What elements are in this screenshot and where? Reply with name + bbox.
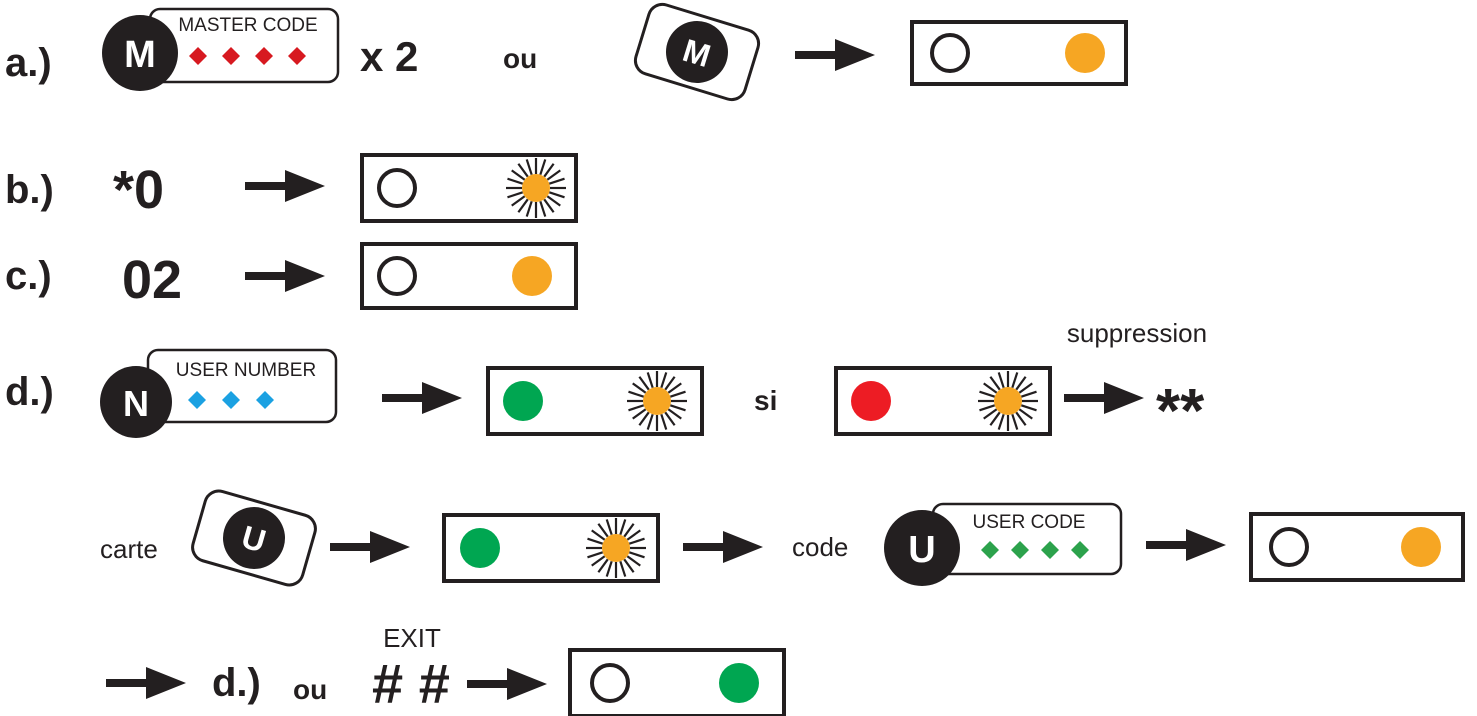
master-code-keypad: MASTER CODE M: [102, 7, 340, 91]
if-word: si: [754, 385, 777, 416]
blink-rays: [506, 158, 566, 218]
led-blinking: [994, 387, 1022, 415]
code-digit-diamond: [981, 541, 999, 559]
user-number-title: USER NUMBER: [176, 360, 316, 381]
arrow-icon: [795, 39, 875, 71]
led-indicator-e1: [442, 513, 660, 583]
led-on: [503, 381, 543, 421]
blink-rays: [978, 371, 1038, 431]
delete-caption: suppression: [1067, 318, 1207, 348]
blink-rays: [627, 371, 687, 431]
code-digit-diamond: [288, 47, 306, 65]
code-word: code: [792, 532, 848, 562]
arrow-icon: [467, 668, 547, 700]
arrow-icon: [330, 531, 410, 563]
user-card: U: [191, 489, 317, 587]
led-indicator-d2: [834, 366, 1052, 436]
code-digit-diamond: [1041, 541, 1059, 559]
led-indicator-c: [360, 242, 578, 310]
exit-keys: # #: [372, 652, 450, 715]
code-digit-diamond: [1011, 541, 1029, 559]
arrow-icon: [1146, 529, 1226, 561]
or-f: ou: [293, 674, 327, 705]
led-off: [1269, 527, 1309, 567]
arrow-icon: [683, 531, 763, 563]
led-blinking: [602, 534, 630, 562]
code-digit-diamond: [1071, 541, 1089, 559]
times-two: x 2: [360, 33, 418, 80]
delete-keys: **: [1156, 377, 1205, 446]
user-code-badge: [884, 510, 960, 586]
led-on: [1401, 527, 1441, 567]
repeat-step-d: d.): [212, 661, 261, 705]
step-d-label: d.): [5, 370, 54, 414]
arrow-icon: [245, 260, 325, 292]
code-digit-diamond: [256, 391, 274, 409]
user-code-badge-letter: U: [908, 529, 935, 571]
arrow-icon: [245, 170, 325, 202]
led-indicator-e2: [1249, 512, 1465, 582]
led-indicator-d1: [486, 366, 704, 436]
code-digits-blue: [188, 391, 274, 409]
code-digit-diamond: [189, 47, 207, 65]
step-b-label: b.): [5, 168, 54, 212]
led-indicator-f: [568, 648, 786, 716]
led-on: [1065, 33, 1105, 73]
code-digit-diamond: [188, 391, 206, 409]
arrow-icon: [1064, 382, 1144, 414]
led-on: [719, 663, 759, 703]
master-badge-letter: M: [124, 34, 156, 76]
led-blinking: [643, 387, 671, 415]
step-a-label: a.): [5, 41, 52, 85]
led-on: [512, 256, 552, 296]
led-off: [377, 256, 417, 296]
code-digits-green: [981, 541, 1089, 559]
user-code-title: USER CODE: [973, 512, 1086, 533]
master-code-title: MASTER CODE: [178, 15, 317, 36]
blink-rays: [586, 518, 646, 578]
led-indicator-b: [360, 153, 578, 223]
led-off: [930, 33, 970, 73]
code-digit-diamond: [222, 47, 240, 65]
star-zero-keys: *0: [113, 160, 164, 220]
arrow-icon: [106, 667, 186, 699]
user-code-keypad: USER CODE U: [884, 502, 1123, 586]
code-digit-diamond: [222, 391, 240, 409]
led-on: [851, 381, 891, 421]
code-digits-red: [189, 47, 306, 65]
user-number-keypad: USER NUMBER N: [100, 348, 338, 438]
arrow-icon: [382, 382, 462, 414]
led-on: [460, 528, 500, 568]
master-badge: [102, 15, 178, 91]
led-indicator-a: [910, 20, 1128, 86]
led-blinking: [522, 174, 550, 202]
led-off: [590, 663, 630, 703]
card-word: carte: [100, 534, 158, 564]
user-number-badge-letter: N: [123, 383, 149, 424]
code-02-keys: 02: [122, 250, 182, 310]
exit-caption: EXIT: [383, 623, 441, 653]
led-off: [377, 168, 417, 208]
or-a: ou: [503, 43, 537, 74]
step-c-label: c.): [5, 254, 52, 298]
user-number-badge: [100, 366, 172, 438]
code-digit-diamond: [255, 47, 273, 65]
master-card: M: [633, 2, 761, 102]
